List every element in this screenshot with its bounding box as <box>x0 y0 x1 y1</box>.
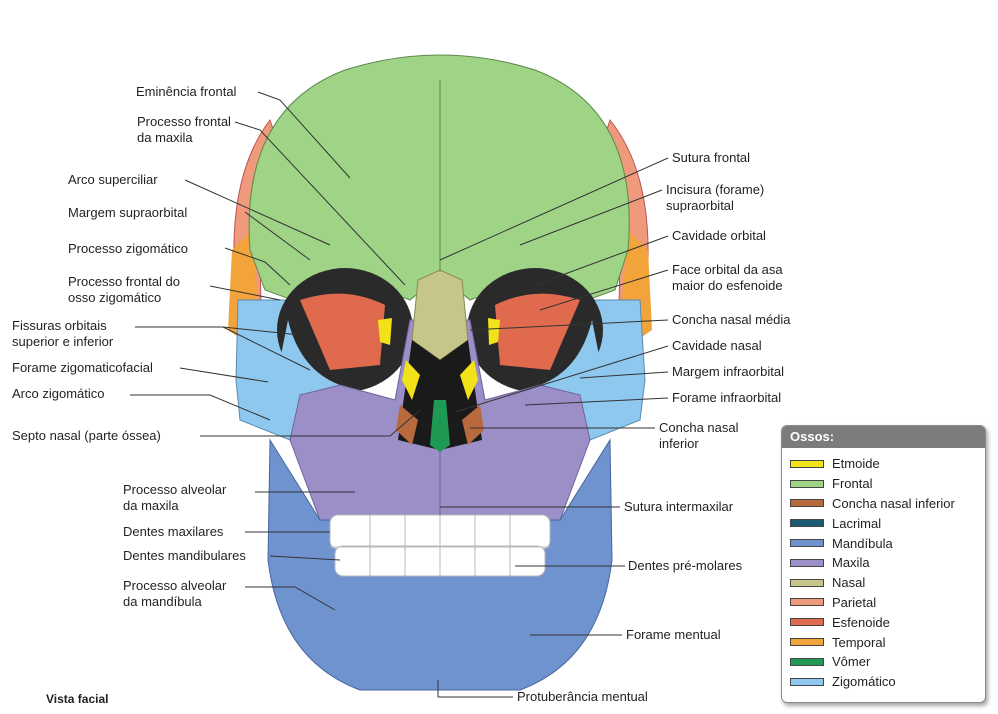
legend-label: Nasal <box>832 575 865 590</box>
label-dentes-mandibulares: Dentes mandibulares <box>123 548 246 564</box>
label-cavidade-nasal: Cavidade nasal <box>672 338 762 354</box>
legend-swatch <box>790 598 824 606</box>
label-processo-alveolar-mandibula: Processo alveolar da mandíbula <box>123 578 226 610</box>
legend-swatch <box>790 638 824 646</box>
legend-swatch <box>790 678 824 686</box>
legend-item: Etmoide <box>790 454 985 474</box>
legend-item: Nasal <box>790 573 985 593</box>
legend-title: Ossos: <box>782 426 985 448</box>
legend-item: Temporal <box>790 632 985 652</box>
legend-item: Lacrimal <box>790 513 985 533</box>
legend-label: Lacrimal <box>832 516 881 531</box>
label-protuberancia-mentual: Protuberância mentual <box>517 689 648 705</box>
legend-swatch <box>790 559 824 567</box>
label-margem-supraorbital: Margem supraorbital <box>68 205 187 221</box>
legend-label: Zigomático <box>832 674 896 689</box>
label-dentes-maxilares: Dentes maxilares <box>123 524 223 540</box>
legend-swatch <box>790 480 824 488</box>
label-processo-alveolar-maxila: Processo alveolar da maxila <box>123 482 226 514</box>
label-processo-zigomatico: Processo zigomático <box>68 241 188 257</box>
legend-item: Vômer <box>790 652 985 672</box>
legend-swatch <box>790 618 824 626</box>
label-fissuras-orbitais: Fissuras orbitais superior e inferior <box>12 318 113 350</box>
label-concha-nasal-media: Concha nasal média <box>672 312 791 328</box>
legend-swatch <box>790 539 824 547</box>
legend-item: Mandíbula <box>790 533 985 553</box>
legend-label: Temporal <box>832 635 885 650</box>
legend-label: Parietal <box>832 595 876 610</box>
label-dentes-pre-molares: Dentes pré-molares <box>628 558 742 574</box>
legend-label: Concha nasal inferior <box>832 496 955 511</box>
legend-label: Frontal <box>832 476 872 491</box>
legend-item: Frontal <box>790 474 985 494</box>
label-forame-mentual: Forame mentual <box>626 627 721 643</box>
label-forame-infraorbital: Forame infraorbital <box>672 390 781 406</box>
label-processo-frontal-maxila: Processo frontal da maxila <box>137 114 231 146</box>
ethmoid-left <box>378 318 392 345</box>
label-sutura-intermaxilar: Sutura intermaxilar <box>624 499 733 515</box>
legend-swatch <box>790 658 824 666</box>
legend-item: Esfenoide <box>790 612 985 632</box>
figure-caption: Vista facial <box>46 692 108 706</box>
label-forame-zigomaticofacial: Forame zigomaticofacial <box>12 360 153 376</box>
label-incisura-supraorbital: Incisura (forame) supraorbital <box>666 182 764 214</box>
legend-swatch <box>790 579 824 587</box>
legend-swatch <box>790 460 824 468</box>
label-cavidade-orbital: Cavidade orbital <box>672 228 766 244</box>
teeth <box>330 515 550 576</box>
label-arco-zigomatico: Arco zigomático <box>12 386 104 402</box>
label-processo-frontal-zigomatico: Processo frontal do osso zigomático <box>68 274 180 306</box>
label-sutura-frontal: Sutura frontal <box>672 150 750 166</box>
legend-swatch <box>790 499 824 507</box>
legend-item: Zigomático <box>790 672 985 692</box>
legend-label: Maxila <box>832 555 870 570</box>
legend-label: Vômer <box>832 654 870 669</box>
label-septo-nasal: Septo nasal (parte óssea) <box>12 428 161 444</box>
legend-item: Maxila <box>790 553 985 573</box>
label-concha-nasal-inferior: Concha nasal inferior <box>659 420 739 452</box>
label-eminencia-frontal: Eminência frontal <box>136 84 236 100</box>
legend-item: Parietal <box>790 593 985 613</box>
legend-label: Etmoide <box>832 456 880 471</box>
legend-item: Concha nasal inferior <box>790 494 985 514</box>
legend-swatch <box>790 519 824 527</box>
label-face-orbital: Face orbital da asa maior do esfenoide <box>672 262 783 294</box>
label-arco-superciliar: Arco superciliar <box>68 172 158 188</box>
legend-label: Esfenoide <box>832 615 890 630</box>
legend-label: Mandíbula <box>832 536 893 551</box>
label-margem-infraorbital: Margem infraorbital <box>672 364 784 380</box>
